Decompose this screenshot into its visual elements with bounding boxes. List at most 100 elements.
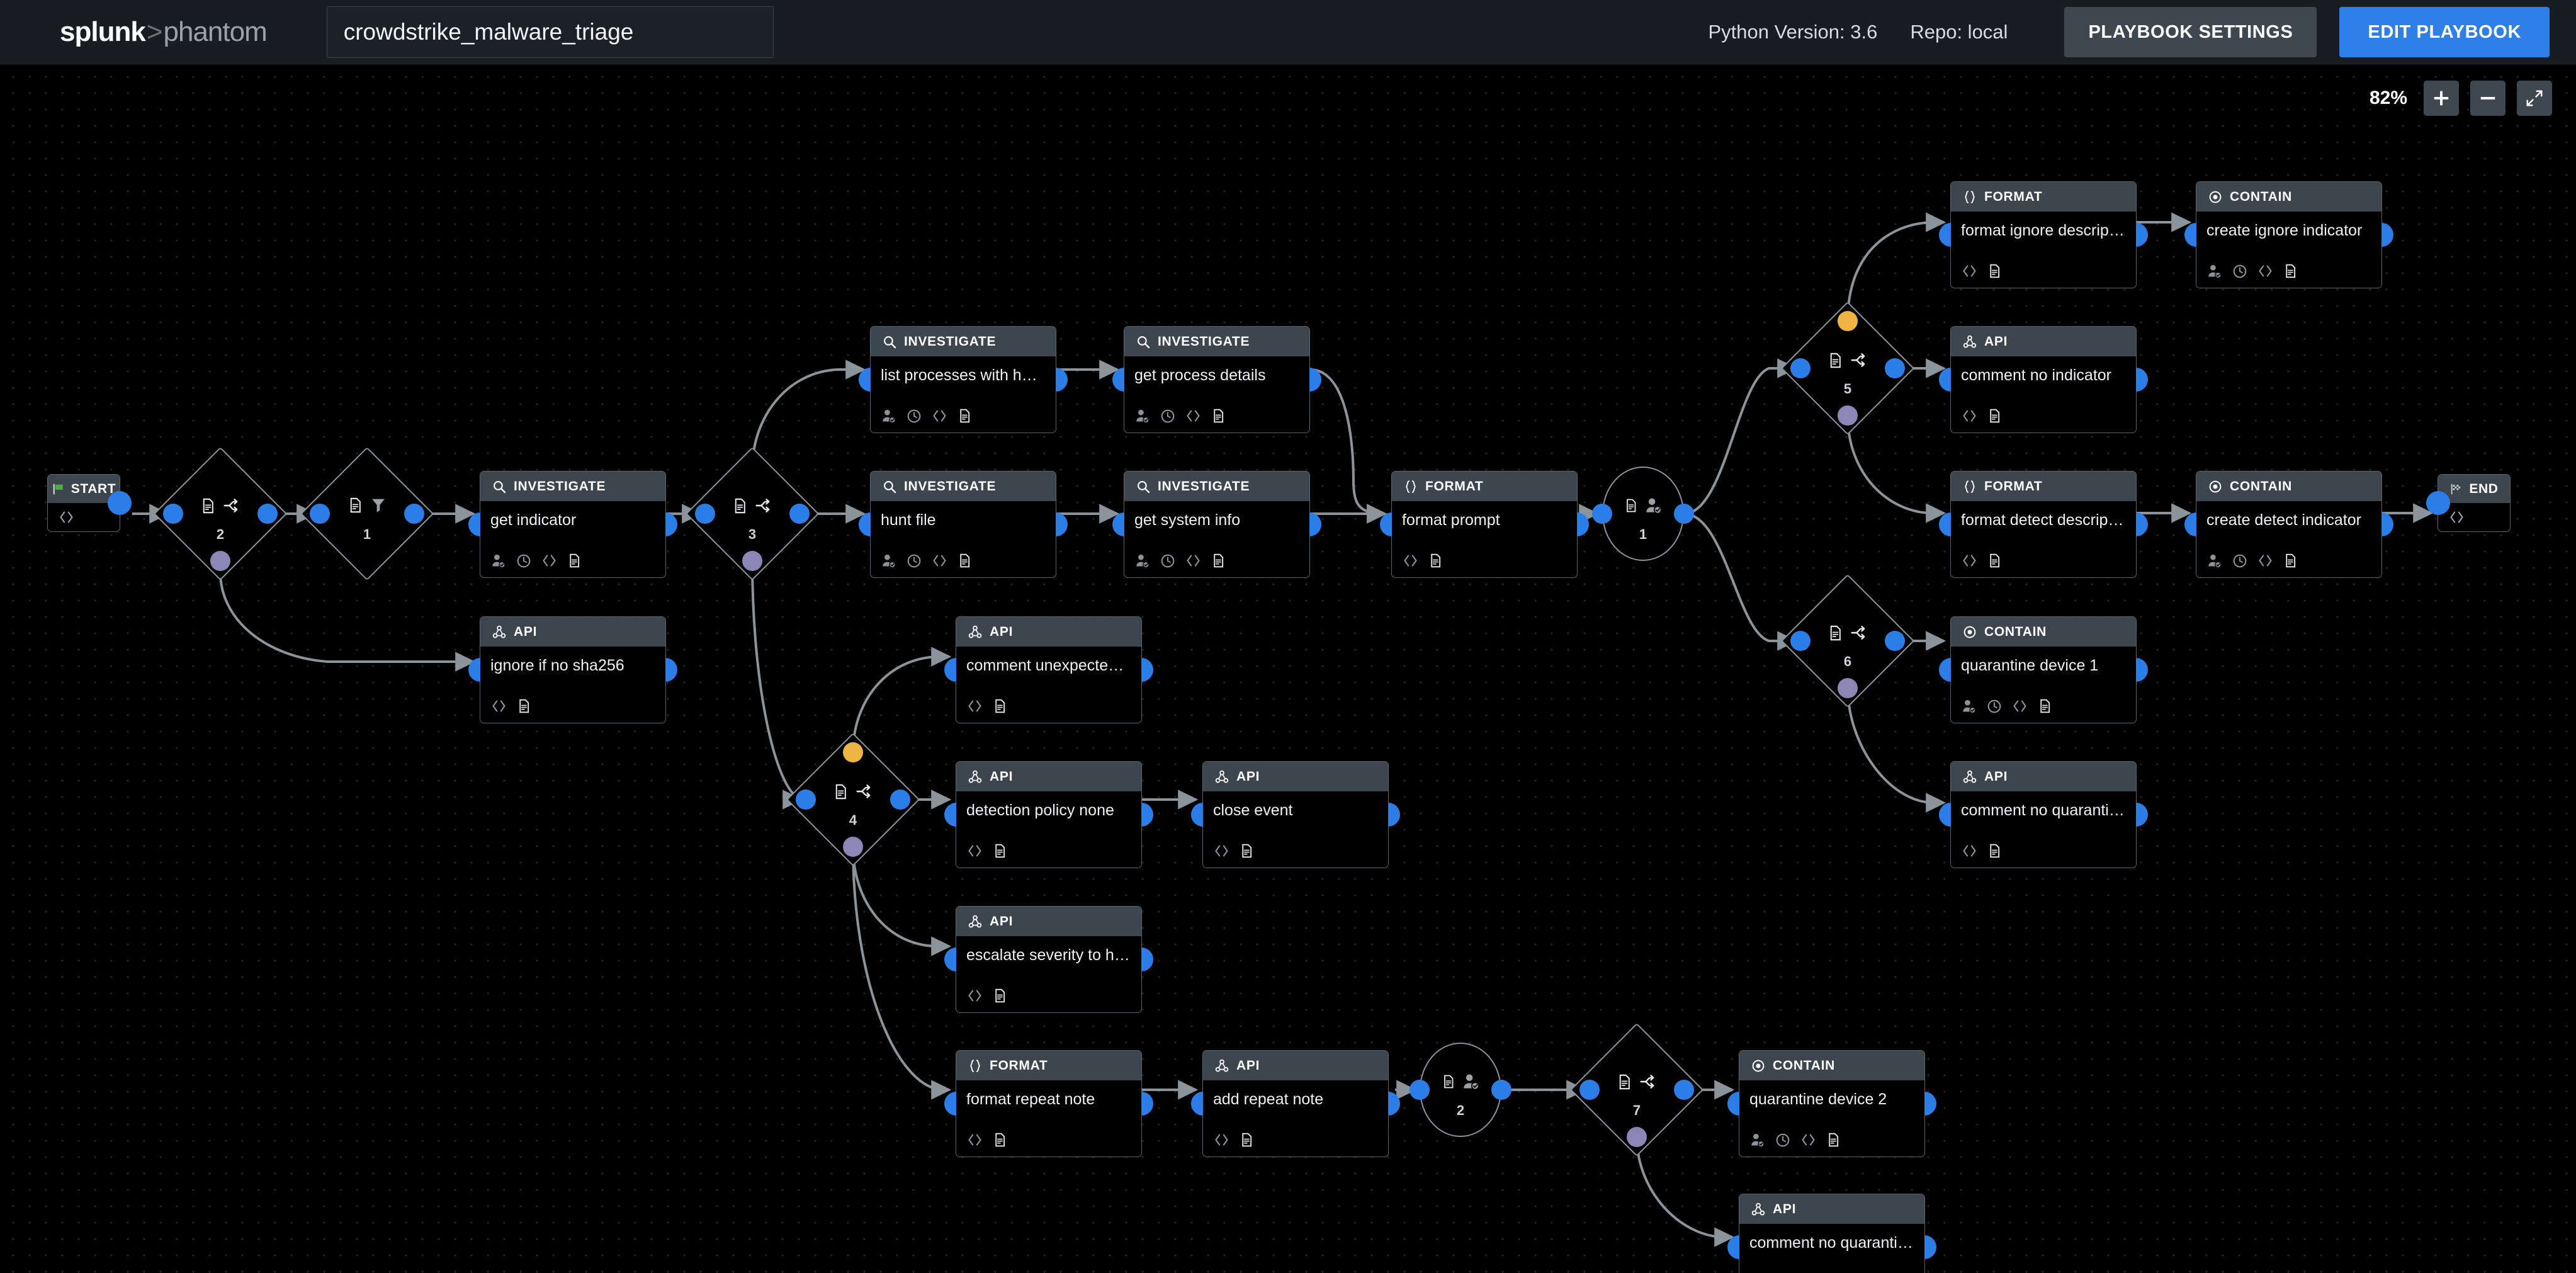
code-icon xyxy=(968,1134,981,1146)
decision-7-input-port[interactable] xyxy=(1579,1080,1600,1100)
node-footer-icons[interactable] xyxy=(966,1131,1008,1148)
node-type-label: API xyxy=(990,914,1014,929)
decision-1-input-port[interactable] xyxy=(310,504,330,524)
node-footer-icons[interactable] xyxy=(1213,1131,1255,1148)
node-footer-icons[interactable] xyxy=(1749,1131,1841,1148)
action-node-create-detect-ind[interactable]: CONTAIN create detect indicator xyxy=(2184,471,2393,578)
decision-2-output-port[interactable] xyxy=(257,504,278,524)
prompt-1-input-port[interactable] xyxy=(1592,504,1612,524)
decision-2-input-port[interactable] xyxy=(163,504,183,524)
decision-node-4[interactable]: 4 xyxy=(786,732,920,867)
decision-5-else-port[interactable] xyxy=(1838,405,1858,426)
person-check-icon xyxy=(1963,699,1976,713)
playbook-name-input[interactable] xyxy=(326,6,774,58)
end-node[interactable]: END xyxy=(2426,474,2511,532)
action-node-comment-unexpected[interactable]: API comment unexpected po… xyxy=(944,616,1153,723)
decision-5-alt-port[interactable] xyxy=(1838,311,1858,331)
decision-5-output-port[interactable] xyxy=(1885,358,1905,378)
action-node-format-detect-desc[interactable]: FORMAT format detect description xyxy=(1939,471,2148,578)
action-node-format-ignore-desc[interactable]: FORMAT format ignore description xyxy=(1939,181,2148,288)
fit-to-screen-button[interactable] xyxy=(2517,81,2552,116)
decision-6-output-port[interactable] xyxy=(1885,631,1905,651)
action-node-ignore-no-sha256[interactable]: API ignore if no sha256 xyxy=(468,616,677,723)
node-footer-icons[interactable] xyxy=(1961,842,2003,859)
node-footer-icons[interactable] xyxy=(1961,263,2003,280)
node-footer-icons[interactable] xyxy=(1961,552,2003,569)
node-footer-icons[interactable] xyxy=(966,698,1008,715)
node-footer-icons[interactable] xyxy=(881,552,973,569)
node-footer-icons[interactable] xyxy=(881,407,973,424)
decision-4-input-port[interactable] xyxy=(796,789,816,810)
node-type-header: CONTAIN xyxy=(2196,182,2381,212)
decision-5-input-port[interactable] xyxy=(1790,358,1811,378)
node-type-header: CONTAIN xyxy=(2196,472,2381,501)
action-node-comment-no-quar-1[interactable]: API comment no quarantine 1 xyxy=(1939,761,2148,868)
decision-4-alt-port[interactable] xyxy=(843,742,863,762)
zoom-in-button[interactable] xyxy=(2424,81,2459,116)
decision-3-input-port[interactable] xyxy=(695,504,715,524)
zoom-out-button[interactable] xyxy=(2470,81,2505,116)
action-node-get-system-info[interactable]: INVESTIGATE get system info xyxy=(1112,471,1321,578)
decision-node-5[interactable]: 5 xyxy=(1780,301,1915,436)
node-footer-icons[interactable] xyxy=(2206,552,2298,569)
end-input-port[interactable] xyxy=(2426,491,2450,515)
prompt-2-output-port[interactable] xyxy=(1491,1080,1511,1100)
decision-7-output-port[interactable] xyxy=(1674,1080,1694,1100)
code-icon[interactable] xyxy=(58,509,75,526)
action-node-detection-policy[interactable]: API detection policy none xyxy=(944,761,1153,868)
decision-node-2[interactable]: 2 xyxy=(153,446,288,581)
decision-4-else-port[interactable] xyxy=(843,837,863,857)
action-node-comment-no-quar-2[interactable]: API comment no quarantine 2 xyxy=(1727,1194,1936,1273)
node-footer-icons[interactable] xyxy=(966,842,1008,859)
edit-playbook-button[interactable]: EDIT PLAYBOOK xyxy=(2339,7,2550,57)
decision-node-6[interactable]: 6 xyxy=(1780,574,1915,708)
prompt-node-2[interactable]: 2 xyxy=(1409,1043,1511,1137)
action-node-get-indicator[interactable]: INVESTIGATE get indicator xyxy=(468,471,677,578)
action-node-quarantine-device-2[interactable]: CONTAIN quarantine device 2 xyxy=(1727,1050,1936,1157)
action-node-escalate-severity[interactable]: API escalate severity to high xyxy=(944,906,1153,1013)
decision-1-output-port[interactable] xyxy=(404,504,424,524)
decision-node-7[interactable]: 7 xyxy=(1569,1022,1704,1157)
playbook-settings-button[interactable]: PLAYBOOK SETTINGS xyxy=(2064,7,2317,57)
node-footer-icons[interactable] xyxy=(1134,552,1226,569)
decision-6-input-port[interactable] xyxy=(1790,631,1811,651)
api-graph-icon xyxy=(1963,335,1977,348)
node-body: format prompt xyxy=(1392,501,1577,577)
decision-7-else-port[interactable] xyxy=(1627,1127,1647,1147)
decision-node-1[interactable]: 1 xyxy=(300,446,434,581)
node-footer-icons[interactable] xyxy=(1402,552,1443,569)
decision-4-output-port[interactable] xyxy=(890,789,910,810)
node-footer-icons[interactable] xyxy=(490,698,532,715)
action-node-quarantine-device-1[interactable]: CONTAIN quarantine device 1 xyxy=(1939,616,2148,723)
action-node-create-ignore-ind[interactable]: CONTAIN create ignore indicator xyxy=(2184,181,2393,288)
node-footer-icons[interactable] xyxy=(490,552,582,569)
prompt-node-1[interactable]: 1 xyxy=(1592,467,1694,561)
playbook-canvas[interactable]: 82% xyxy=(0,65,2576,1273)
action-node-format-prompt[interactable]: FORMAT format prompt xyxy=(1380,471,1589,578)
decision-3-else-port[interactable] xyxy=(742,551,762,571)
code-icon[interactable] xyxy=(2448,509,2465,526)
start-node[interactable]: START xyxy=(47,474,132,532)
action-node-close-event[interactable]: API close event xyxy=(1191,761,1400,868)
node-footer-icons[interactable] xyxy=(1134,407,1226,424)
node-footer-icons[interactable] xyxy=(1213,842,1255,859)
node-title: get indicator xyxy=(490,512,577,529)
start-output-port[interactable] xyxy=(108,491,132,515)
action-node-comment-no-indicator[interactable]: API comment no indicator xyxy=(1939,326,2148,433)
action-node-list-processes[interactable]: INVESTIGATE list processes with hash xyxy=(859,326,1068,433)
decision-3-output-port[interactable] xyxy=(789,504,810,524)
node-footer-icons[interactable] xyxy=(2206,263,2298,280)
decision-6-else-port[interactable] xyxy=(1838,678,1858,698)
prompt-1-output-port[interactable] xyxy=(1674,504,1694,524)
node-footer-icons[interactable] xyxy=(966,987,1008,1004)
decision-node-3[interactable]: 3 xyxy=(685,446,820,581)
decision-2-else-port[interactable] xyxy=(210,551,230,571)
node-footer-icons[interactable] xyxy=(1961,407,2003,424)
node-footer-icons[interactable] xyxy=(1961,698,2053,715)
action-node-add-repeat-note[interactable]: API add repeat note xyxy=(1191,1050,1400,1157)
prompt-2-input-port[interactable] xyxy=(1409,1080,1430,1100)
action-node-format-repeat-note[interactable]: FORMAT format repeat note xyxy=(944,1050,1153,1157)
action-node-get-process-details[interactable]: INVESTIGATE get process details xyxy=(1112,326,1321,433)
action-node-hunt-file[interactable]: INVESTIGATE hunt file xyxy=(859,471,1068,578)
person-check-icon xyxy=(1136,409,1150,423)
